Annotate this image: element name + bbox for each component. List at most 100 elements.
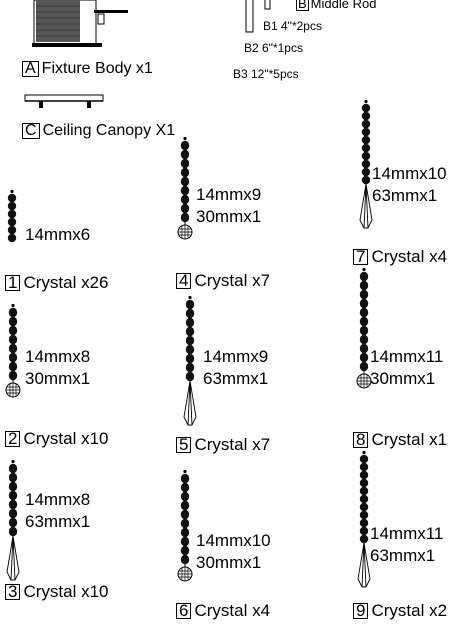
crystal-6-bead [180, 527, 190, 538]
crystal-8-number: 8 [353, 431, 369, 448]
crystal-8-bead [359, 298, 369, 309]
crystal-3-bead [8, 463, 18, 474]
crystal-8-bead [359, 271, 369, 282]
crystal-8-text: Crystal x1 [371, 430, 448, 449]
fixture-body-drawing [32, 0, 128, 47]
part-letter-a: A [22, 61, 39, 77]
crystal-6-ball-facets [178, 567, 192, 581]
crystal-7-bead [361, 143, 371, 153]
crystal-2-bead [8, 370, 18, 381]
crystal-9-bead [359, 526, 369, 536]
crystal-6-spec-2: 30mmx1 [196, 553, 262, 572]
crystal-2-bead [8, 325, 18, 336]
crystal-1-bead [7, 209, 17, 219]
crystal-7-spec-1: 14mmx10 [372, 164, 447, 183]
crystal-1-bead [7, 217, 17, 227]
part-letter-b: B [296, 0, 309, 11]
crystal-3-bead [8, 508, 18, 519]
crystal-4-spec-2: 30mmx1 [196, 207, 262, 226]
crystal-7-icicle-pendant [359, 183, 373, 229]
crystal-3-icicle-pendant [6, 535, 20, 581]
rod-b3-spec: B3 12"*5pcs [233, 67, 299, 81]
crystal-8-strand [356, 267, 372, 389]
crystal-4-bead [180, 212, 190, 223]
crystal-9-spec-1: 14mmx11 [370, 524, 444, 543]
crystal-8-bead [359, 289, 369, 300]
crystal-3-bead [8, 472, 18, 483]
crystal-7-bead [361, 127, 371, 137]
crystal-4-hook [183, 136, 187, 141]
crystal-5-icicle-pendant [183, 380, 197, 426]
crystal-4-bead [180, 176, 190, 187]
crystal-9-bead [359, 494, 369, 504]
crystal-4-bead [180, 203, 190, 214]
crystal-6-bead [180, 491, 190, 502]
crystal-3-strand [6, 459, 20, 581]
crystal-7-number: 7 [353, 248, 369, 265]
crystal-1-hook [10, 189, 14, 194]
crystal-9-icicle-pendant [357, 542, 371, 588]
crystal-4-strand [177, 136, 193, 240]
crystal-2-hook [11, 303, 15, 308]
crystal-2-bead [8, 334, 18, 345]
crystal-4-text: Crystal x7 [194, 271, 271, 290]
ceiling-canopy-drawing [24, 94, 104, 108]
crystal-4-bead [180, 158, 190, 169]
crystal-7-bead [361, 103, 371, 113]
crystal-1-spec-1: 14mmx6 [25, 225, 91, 244]
crystal-2-text: Crystal x10 [23, 429, 109, 448]
crystal-5-bead [185, 335, 195, 346]
crystal-8-bead [359, 316, 369, 327]
crystal-2-bead [8, 343, 18, 354]
crystal-5-bead [185, 308, 195, 319]
crystal-3-hook [11, 459, 15, 464]
crystal-4-bead [180, 149, 190, 160]
crystal-8-spec-1: 14mmx11 [370, 347, 444, 366]
crystal-9-strand [357, 450, 371, 588]
crystal-8-bead [359, 352, 369, 363]
crystal-9-bead [359, 454, 369, 464]
crystal-2-bead [8, 316, 18, 327]
crystal-7-text: Crystal x4 [371, 247, 448, 266]
crystal-4-ball-facets [178, 225, 192, 239]
crystal-4-number: 4 [176, 272, 192, 289]
crystal-6-bead [180, 509, 190, 520]
crystal-6-text: Crystal x4 [194, 601, 271, 620]
crystal-9-text: Crystal x2 [371, 601, 448, 620]
crystal-1-text: Crystal x26 [23, 273, 109, 292]
crystal-8-bead [359, 307, 369, 318]
crystal-2-ball-facets [6, 383, 20, 397]
crystal-5-bead [185, 344, 195, 355]
crystal-9-bead [359, 470, 369, 480]
crystal-3-spec-1: 14mmx8 [25, 490, 91, 509]
crystal-6-bead [180, 554, 190, 565]
middle-rod-drawing [245, 0, 271, 33]
crystal-9-spec-2: 63mmx1 [370, 546, 436, 565]
crystal-6-bead [180, 500, 190, 511]
crystal-1-bead [7, 193, 17, 203]
crystal-2-spec-1: 14mmx8 [25, 347, 91, 366]
crystal-7-bead [361, 151, 371, 161]
crystal-4-bead [180, 140, 190, 151]
crystal-8-hook [362, 267, 366, 272]
crystal-2-bead [8, 361, 18, 372]
crystal-6-strand [177, 469, 193, 582]
crystal-5-bead [185, 353, 195, 364]
crystal-8-bead [359, 280, 369, 291]
crystal-9-number: 9 [353, 602, 369, 619]
crystal-2-bead [8, 352, 18, 363]
crystal-9-bead [359, 486, 369, 496]
crystal-8-bead [359, 343, 369, 354]
crystal-6-hook [183, 469, 187, 474]
crystal-3-text: Crystal x10 [23, 582, 109, 601]
crystal-7-bead [361, 159, 371, 169]
